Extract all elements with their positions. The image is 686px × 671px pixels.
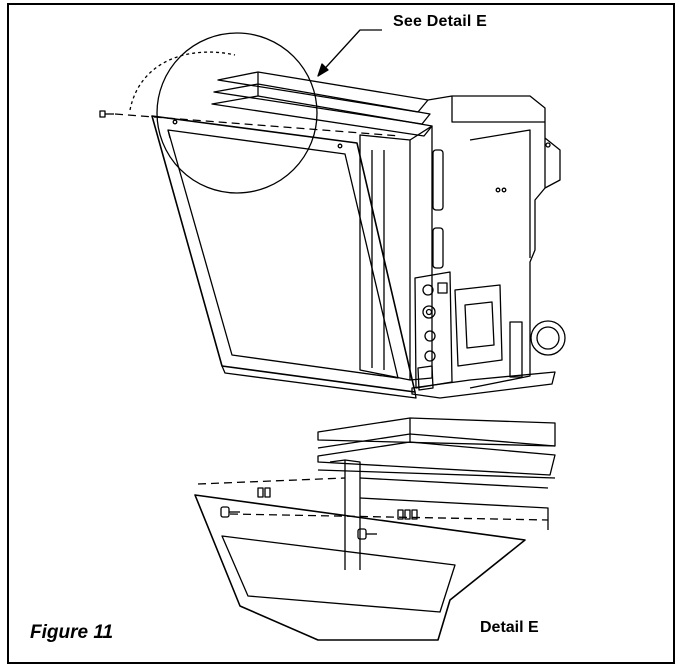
swing-arc — [129, 51, 236, 111]
figure-label: Figure 11 — [30, 622, 114, 643]
detail-e-drawing — [194, 417, 556, 641]
arrow-head-icon — [317, 63, 329, 77]
detail-label: Detail E — [480, 619, 539, 636]
callout-leader — [317, 29, 382, 77]
callout-text: See Detail E — [393, 13, 488, 30]
screw-icon — [99, 110, 114, 118]
detail-circle — [156, 32, 318, 194]
figure-frame — [7, 3, 675, 664]
main-assembly — [151, 71, 566, 399]
screw-path-line — [114, 113, 401, 137]
